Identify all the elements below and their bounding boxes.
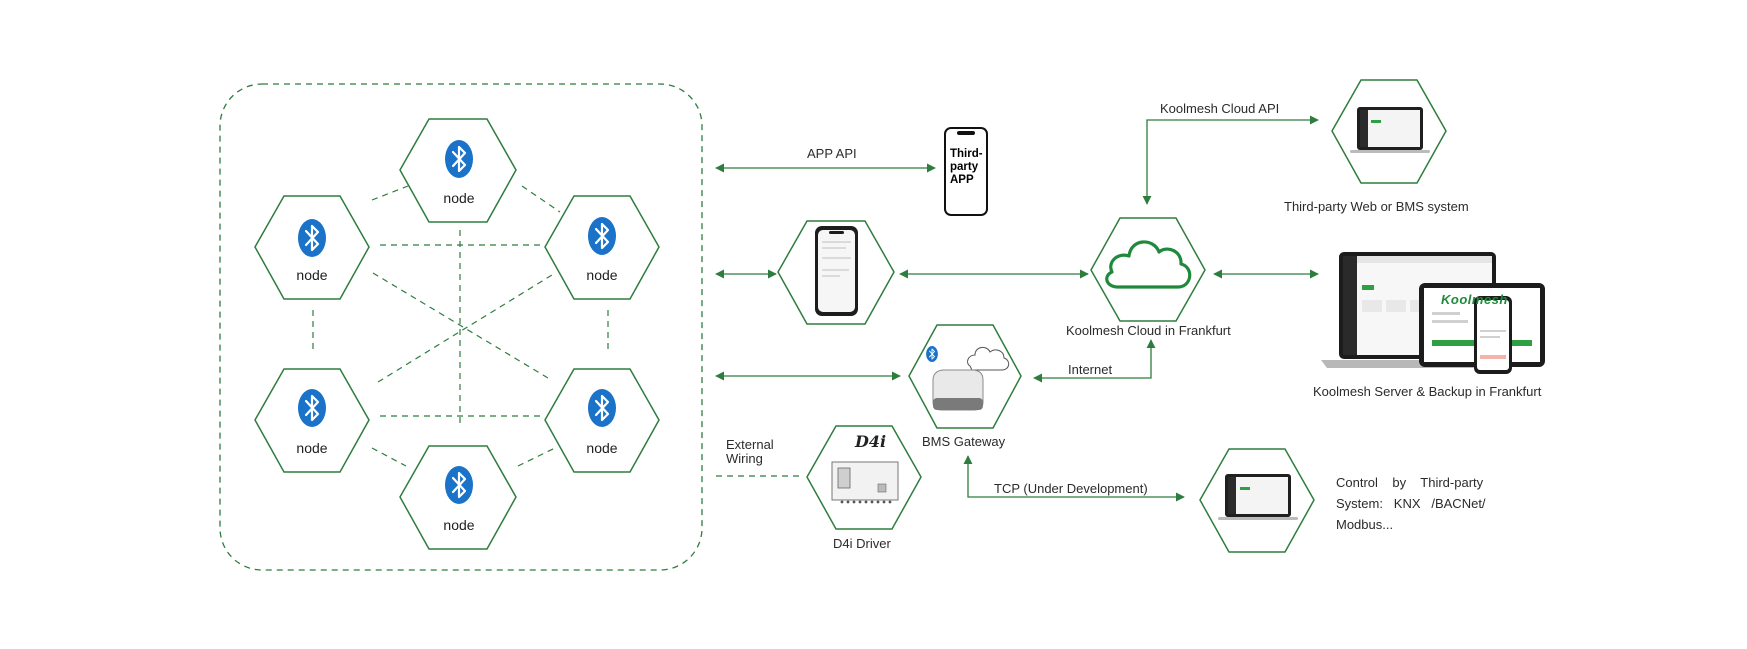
external-wiring-line2: Wiring (726, 451, 763, 466)
hex-node-right-upper (544, 195, 660, 300)
node-label-bottom: node (443, 517, 475, 533)
cloud-api-arrow (1142, 115, 1319, 205)
control-description: Control by Third-party System: KNX /BACN… (1336, 472, 1486, 535)
third-party-app-line3: APP (950, 174, 974, 186)
third-party-web-label: Third-party Web or BMS system (1284, 199, 1469, 214)
third-party-app-phone (944, 127, 988, 216)
third-party-app-line1: Third- (950, 148, 983, 160)
control-line2: System: KNX /BACNet/ (1336, 496, 1486, 511)
control-line1: Control by Third-party (1336, 475, 1484, 490)
mesh-network-container (219, 83, 703, 571)
d4i-driver-label: D4i Driver (833, 536, 891, 551)
hex-node-top (399, 118, 517, 223)
cloud-icon (1105, 240, 1192, 289)
third-party-app-line2: party (950, 161, 979, 173)
internet-label: Internet (1068, 362, 1113, 377)
gateway-label: BMS Gateway (922, 434, 1006, 449)
tcp-label: TCP (Under Development) (994, 481, 1148, 496)
gateway-bluetooth-icon (925, 345, 939, 363)
koolmesh-server-label: Koolmesh Server & Backup in Frankfurt (1313, 384, 1542, 399)
d4i-logo: D4i (855, 432, 887, 451)
hex-node-bottom (399, 445, 517, 550)
control-line3: Modbus... (1336, 517, 1394, 532)
small-cloud-icon (967, 347, 1010, 371)
external-wiring-line1: External (726, 437, 774, 452)
hex-node-right-lower (544, 368, 660, 473)
node-label-right-upper: node (586, 267, 618, 283)
app-api-label: APP API (807, 146, 857, 161)
koolmesh-server-devices (1321, 252, 1545, 374)
node-label-top: node (443, 190, 475, 206)
hex-node-left-lower (254, 368, 370, 473)
hex-third-party-web (1331, 79, 1447, 184)
external-wiring-label: External Wiring (726, 438, 774, 466)
hex-bms-gateway (908, 324, 1022, 429)
third-party-app-text: Third- party APP (950, 148, 983, 187)
hex-d4i-driver (806, 425, 922, 530)
cloud-label: Koolmesh Cloud in Frankfurt (1066, 323, 1231, 338)
connector-arrows (715, 115, 1319, 502)
hex-third-party-control (1199, 448, 1315, 553)
tcp-arrow (963, 455, 1185, 502)
hex-cloud (1090, 217, 1206, 322)
node-label-left-upper: node (296, 267, 328, 283)
cloud-api-label: Koolmesh Cloud API (1160, 101, 1280, 116)
koolmesh-logo: Koolmesh (1441, 292, 1508, 307)
node-label-right-lower: node (586, 440, 618, 456)
hex-node-left-upper (254, 195, 370, 300)
mesh-connections (312, 185, 609, 467)
internet-arrow (1033, 339, 1156, 383)
node-label-left-lower: node (296, 440, 328, 456)
hex-app-phone (777, 220, 895, 325)
